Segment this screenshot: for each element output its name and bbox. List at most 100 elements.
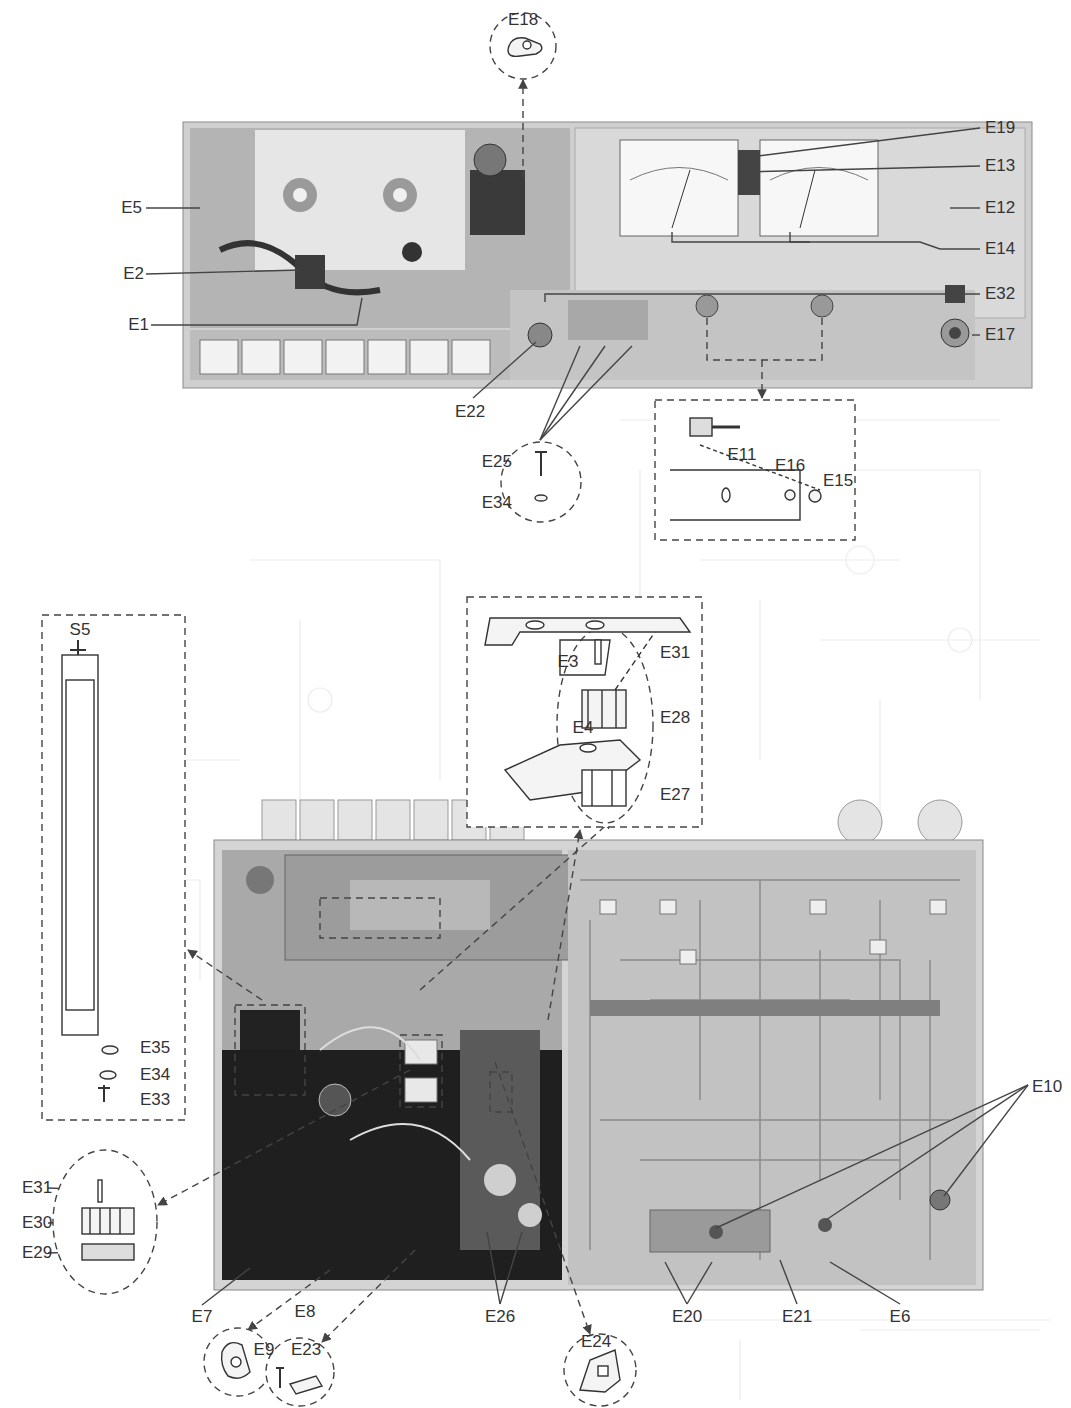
callout-number: E6	[890, 1308, 911, 1326]
callout-frames-part	[655, 400, 855, 540]
callout-number: E31	[660, 644, 690, 662]
callout-arrows-part	[188, 950, 262, 1000]
top-panel-photo-part	[760, 140, 878, 236]
part-drawings-part	[70, 640, 86, 655]
leader-lines-part	[545, 294, 980, 302]
part-drawings-part	[82, 1244, 134, 1260]
bottom-panel-photo-part	[818, 1218, 832, 1232]
top-panel-photo-part	[183, 122, 1032, 388]
top-panel-photo-part	[402, 242, 422, 262]
part-drawings-part	[62, 655, 98, 1035]
bottom-panel-photo	[214, 800, 983, 1290]
part-drawings-part	[526, 621, 544, 629]
bottom-panel-photo-part	[405, 1040, 437, 1064]
part-drawings-part	[290, 1376, 322, 1394]
callout-arrows-part	[490, 1072, 512, 1112]
callout-number: E24	[581, 1333, 611, 1351]
part-drawings-part	[582, 770, 626, 806]
callout-number: E4	[573, 719, 594, 737]
callout-number: E22	[455, 403, 485, 421]
callout-number: E10	[1032, 1078, 1062, 1096]
leader-lines-part	[745, 166, 980, 172]
callout-number: E34	[482, 494, 512, 512]
bottom-panel-photo-part	[319, 1084, 351, 1116]
callout-number: E35	[140, 1039, 170, 1057]
callout-number: E13	[985, 157, 1015, 175]
callout-number: E32	[985, 285, 1015, 303]
bottom-panel-photo-part	[350, 880, 490, 930]
bottom-panel-photo-part-part	[870, 940, 886, 954]
callout-number: E2	[123, 265, 144, 283]
callout-number: E23	[291, 1341, 321, 1359]
background-schematic	[60, 420, 1050, 1400]
callout-number: E34	[140, 1066, 170, 1084]
part-drawings-part	[82, 1208, 134, 1234]
top-panel-photo-part	[672, 170, 690, 228]
top-panel-photo-part	[255, 130, 465, 270]
callout-number: E28	[660, 709, 690, 727]
leader-lines-part	[540, 346, 580, 440]
bottom-panel-photo-part	[285, 855, 570, 960]
leader-lines-part	[202, 1268, 250, 1305]
leader-lines-part	[146, 270, 300, 274]
callout-number: E16	[775, 457, 805, 475]
leader-lines-part	[473, 342, 536, 398]
bottom-panel-photo-part	[650, 1210, 770, 1252]
top-panel-photo-part-part	[410, 340, 448, 374]
callout-arrows-part	[761, 360, 762, 398]
callout-arrows-part	[235, 1005, 305, 1095]
callout-number: E21	[782, 1308, 812, 1326]
part-drawings-part	[722, 488, 730, 502]
callout-arrows-part	[707, 318, 822, 360]
part-drawings-part	[785, 490, 795, 500]
leader-lines-part	[487, 1232, 500, 1304]
callout-frames-part	[42, 615, 185, 1120]
callout-number: E14	[985, 240, 1015, 258]
top-panel-photo-part	[200, 340, 490, 374]
callout-number: E31	[22, 1179, 52, 1197]
callout-number: E29	[22, 1244, 52, 1262]
top-panel-photo-part	[949, 327, 961, 339]
leader-lines-part	[687, 1262, 712, 1304]
part-drawings-part	[98, 1085, 110, 1102]
callout-arrows-part	[522, 80, 523, 178]
callout-number: E8	[295, 1303, 316, 1321]
top-panel-photo-part	[474, 144, 506, 176]
top-panel-photo-part	[393, 188, 407, 202]
callout-frames-part	[564, 1334, 636, 1406]
bottom-panel-photo-part	[600, 900, 946, 964]
bottom-panel-photo-part-part	[838, 800, 882, 844]
background-schematic-part	[60, 420, 1050, 1400]
top-panel-photo-part	[220, 243, 380, 292]
bottom-panel-photo-part	[320, 1027, 470, 1160]
callout-frames	[42, 13, 855, 1406]
callout-arrows-part	[548, 830, 580, 1020]
switch-callout: S5	[70, 621, 91, 639]
part-drawings-part	[809, 490, 821, 502]
callout-number: E30	[22, 1214, 52, 1232]
part-drawings-part	[586, 621, 604, 629]
top-panel-photo-part	[528, 323, 552, 347]
part-drawings-part	[90, 1208, 120, 1234]
part-drawings-part	[276, 1368, 284, 1388]
bottom-panel-photo-part	[405, 1078, 437, 1102]
callout-arrows-part	[320, 898, 440, 938]
callout-number: E26	[485, 1308, 515, 1326]
part-drawings-part	[485, 618, 690, 645]
top-panel-photo-part-part	[242, 340, 280, 374]
bottom-panel-photo-part	[484, 1164, 516, 1196]
callout-arrows-part	[158, 1070, 410, 1205]
leader-lines-part	[716, 1085, 1028, 1228]
part-drawings-part	[535, 452, 547, 476]
leader-lines-part	[780, 1260, 797, 1304]
background-schematic-part	[308, 688, 332, 712]
leader-lines	[48, 128, 1028, 1305]
leader-lines-part	[672, 232, 810, 242]
bottom-panel-photo-part-part	[300, 800, 334, 840]
leader-lines-part	[540, 346, 605, 440]
top-panel-photo-part-part	[452, 340, 490, 374]
part-drawings-part	[66, 680, 94, 1010]
callout-number: E3	[558, 653, 579, 671]
bottom-panel-photo-part	[518, 1203, 542, 1227]
